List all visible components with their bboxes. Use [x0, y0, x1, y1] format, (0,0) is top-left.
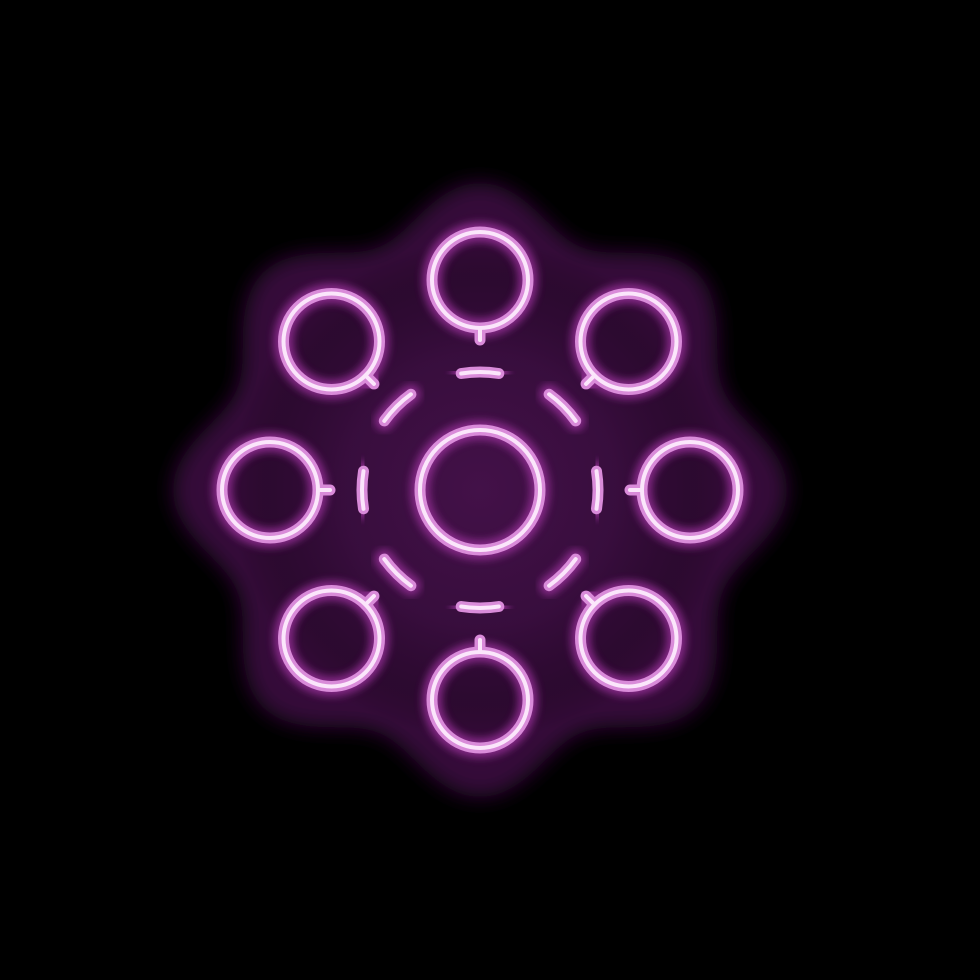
- satellite-node-circle: [281, 588, 382, 689]
- ring-dash-arc: [382, 557, 413, 588]
- halo-background: [173, 183, 787, 797]
- satellite-node-circle: [578, 588, 679, 689]
- ring-dash-arc: [382, 392, 413, 423]
- halo-inner: [230, 240, 730, 740]
- ring-dash-arc: [547, 557, 578, 588]
- satellite-connector-line: [584, 373, 597, 386]
- ring-dash-arc: [547, 392, 578, 423]
- ring-dash-arc: [594, 469, 600, 511]
- ring-dash-arc: [360, 469, 366, 511]
- satellite-node-circle: [281, 291, 382, 392]
- satellite-connector-line: [584, 594, 597, 607]
- satellite-connector-line: [363, 373, 376, 386]
- ring-dash-arc: [459, 370, 501, 376]
- center-node-circle: [418, 428, 542, 552]
- satellite-connector-line: [363, 594, 376, 607]
- satellite-node-circle: [578, 291, 679, 392]
- core-layer: [220, 230, 740, 750]
- ring-dash-arc: [459, 604, 501, 610]
